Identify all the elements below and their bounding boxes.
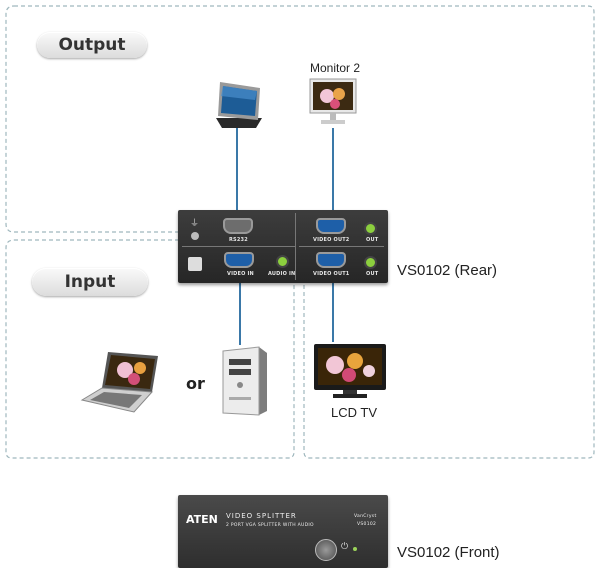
audio-out-bottom-jack: [364, 256, 377, 269]
ground-screw: [191, 232, 199, 240]
video-in-port: [224, 252, 254, 268]
touchscreen-monitor-icon: [216, 82, 262, 128]
aten-logo: ATEN: [186, 513, 218, 526]
or-label: or: [186, 374, 205, 393]
video-out2-port: [316, 218, 346, 234]
video-in-label: VIDEO IN: [227, 271, 254, 277]
power-icon: ⏻: [341, 542, 349, 552]
output-pill: Output: [37, 32, 147, 58]
panel-divider-h2: [299, 246, 384, 247]
panel-divider: [295, 213, 296, 280]
vs0102-front-panel: ATEN VIDEO SPLITTER 2 PORT VGA SPLITTER …: [178, 495, 388, 568]
lcd-tv-icon: [314, 344, 386, 398]
audio-out-top-jack: [364, 222, 377, 235]
front-title: VIDEO SPLITTER: [226, 512, 297, 520]
lcd-tv-label: LCD TV: [331, 405, 377, 420]
power-button[interactable]: [315, 539, 337, 561]
ground-icon: ⏚: [190, 219, 200, 229]
audio-in-label: AUDIO IN: [268, 271, 296, 277]
power-jack: [188, 257, 202, 271]
video-out1-label: VIDEO OUT1: [313, 271, 350, 277]
rear-model-label: VS0102 (Rear): [397, 262, 498, 279]
input-pill: Input: [32, 268, 148, 296]
rs232-port: [223, 218, 253, 234]
monitor2-icon: [309, 78, 357, 124]
out-bottom-label: OUT: [366, 271, 379, 277]
panel-divider-h: [182, 246, 295, 247]
output-region-border: [5, 5, 595, 459]
power-led: [353, 547, 357, 551]
monitor2-label: Monitor 2: [310, 61, 361, 75]
output-label: Output: [58, 35, 126, 55]
out-top-label: OUT: [366, 237, 379, 243]
video-out1-port: [316, 252, 346, 268]
desktop-pc-icon: [222, 346, 267, 416]
rs232-label: RS232: [229, 237, 248, 243]
front-series: VanCryst: [354, 514, 377, 519]
front-model: VS0102: [357, 522, 377, 527]
front-model-label: VS0102 (Front): [397, 544, 500, 561]
laptop-icon: [80, 352, 158, 413]
input-label: Input: [64, 272, 116, 292]
video-out2-label: VIDEO OUT2: [313, 237, 350, 243]
front-subtitle: 2 PORT VGA SPLITTER WITH AUDIO: [226, 523, 314, 528]
vs0102-rear-panel: ⏚ RS232 VIDEO IN AUDIO IN VIDEO OUT2 OUT…: [178, 210, 388, 283]
audio-in-jack: [276, 255, 289, 268]
